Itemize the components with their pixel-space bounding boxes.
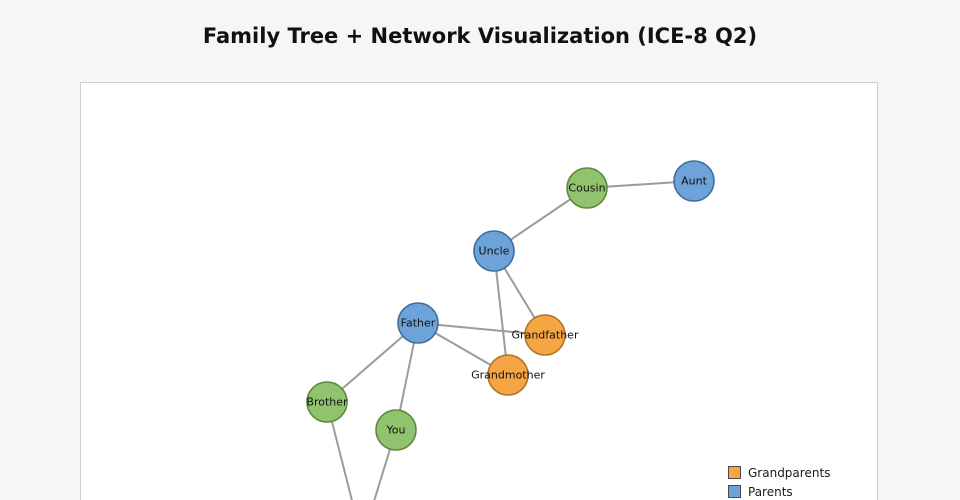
page-title: Family Tree + Network Visualization (ICE… [202,24,758,48]
node-circle-brother[interactable] [306,381,348,423]
node-aunt[interactable]: Aunt [673,160,715,202]
node-you[interactable]: You [375,409,417,451]
legend-item-parents: Parents [728,484,830,499]
legend-swatch-grandparents [728,466,741,479]
node-uncle[interactable]: Uncle [473,230,515,272]
node-circle-grandmother[interactable] [487,354,529,396]
node-grandfather[interactable]: Grandfather [512,314,579,356]
node-circle-cousin[interactable] [566,167,608,209]
legend-label-parents: Parents [748,484,793,499]
node-circle-father[interactable] [397,302,439,344]
edge-father-grandfather [417,322,546,336]
node-brother[interactable]: Brother [306,381,348,423]
node-circle-uncle[interactable] [473,230,515,272]
node-father[interactable]: Father [397,302,439,344]
chart-panel [80,82,878,500]
legend-label-grandparents: Grandparents [748,465,831,480]
node-circle-grandfather[interactable] [524,314,566,356]
edge-brother-below [326,401,353,500]
node-circle-you[interactable] [375,409,417,451]
legend-item-grandparents: Grandparents [728,465,830,480]
node-circle-aunt[interactable] [673,160,715,202]
legend-swatch-parents [728,485,741,498]
node-cousin[interactable]: Cousin [566,167,608,209]
